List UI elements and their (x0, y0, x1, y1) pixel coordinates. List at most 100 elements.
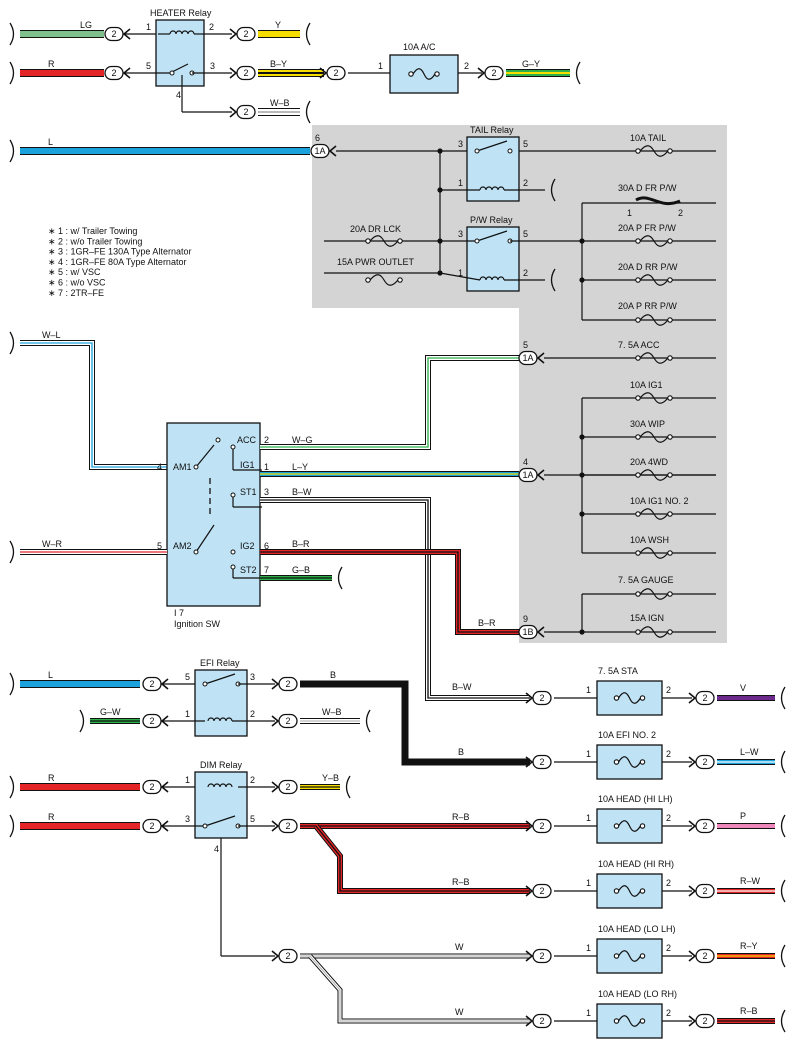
pin-number: 3 (250, 672, 255, 682)
wire-label-r: R (48, 59, 55, 69)
connector-dim-1: 2 (142, 779, 169, 795)
fuse-label-4wd: 20A 4WD (630, 457, 669, 467)
fuse-wsh (635, 547, 673, 559)
wire-end-mark (780, 750, 786, 774)
connector-headlorh-in: 2 (525, 1013, 552, 1029)
svg-text:2: 2 (702, 886, 707, 896)
efi-relay-title: EFI Relay (200, 658, 240, 668)
pin-number: 4 (214, 844, 219, 854)
wire-label-bw-2: B–W (452, 682, 472, 692)
connector-efi-1: 2 (142, 713, 169, 729)
fuse-label-wsh: 10A WSH (630, 535, 669, 545)
wire-end-mark (780, 814, 786, 838)
pin-number: 2 (523, 178, 528, 188)
svg-text:2: 2 (243, 29, 248, 39)
connector-efino2-in: 2 (525, 754, 552, 770)
junction-dot (579, 511, 585, 517)
fuse-ign (635, 626, 673, 638)
wire-end-mark (780, 879, 786, 903)
wire-label-headlolh: R–Y (740, 941, 758, 951)
svg-text:2: 2 (333, 68, 338, 78)
circuit-line (476, 140, 508, 152)
wire-label-b-2: B (458, 747, 464, 757)
pin-number: 2 (209, 22, 214, 32)
junction-dot (579, 434, 585, 440)
fuse-pwr-outlet (365, 274, 403, 286)
wire-label-gw: G–W (100, 707, 121, 717)
wire-label-wb: W–B (270, 98, 290, 108)
svg-text:2: 2 (285, 821, 290, 831)
svg-text:2: 2 (149, 716, 154, 726)
connector-headlolh-out: 2 (688, 948, 715, 964)
ignition-pin-ig2: IG2 (240, 541, 255, 551)
fuse-label-rrpw: 20A D RR P/W (618, 262, 678, 272)
circuit-line (195, 524, 215, 553)
relay-coil (207, 717, 233, 722)
fuse-label-headhirh: 10A HEAD (HI RH) (598, 859, 674, 869)
connector-dim-2: 2 (271, 779, 298, 795)
svg-text:1A: 1A (522, 353, 533, 363)
svg-text:2: 2 (539, 757, 544, 767)
fuse-label-headlorh: 10A HEAD (LO RH) (598, 989, 677, 999)
junction-dot (579, 277, 585, 283)
connector-ac-out: 2 (477, 65, 504, 81)
fuse-ig1no2 (635, 508, 673, 520)
pin-number: 3 (210, 61, 215, 71)
pin-number: 5 (157, 541, 162, 551)
svg-text:2: 2 (539, 951, 544, 961)
ignition-pin-am1: AM1 (173, 462, 192, 472)
svg-text:2: 2 (539, 821, 544, 831)
pin-number: 1 (586, 813, 591, 823)
wire-end-mark (79, 709, 85, 733)
svg-text:2: 2 (539, 693, 544, 703)
circuit-line (439, 272, 481, 281)
fuse-label-pfrpw: 20A P FR P/W (618, 223, 676, 233)
connector-ac-in: 2 (319, 65, 346, 81)
fuse-4wd (635, 469, 673, 481)
wire-label-w-2: W (455, 1007, 464, 1017)
pin-number: 4 (176, 90, 181, 100)
pin-number: 3 (185, 814, 190, 824)
connector-headhilh-out: 2 (688, 818, 715, 834)
connector-1a-6: 1A (310, 143, 337, 159)
fuse-acc (635, 352, 673, 364)
wire-end-mark (345, 775, 351, 799)
fuse-label-acc: 7. 5A ACC (618, 340, 660, 350)
connector-1b-9: 1B (518, 624, 545, 640)
wire-end-mark (305, 100, 311, 124)
connector-headhirh-in: 2 (525, 883, 552, 899)
fuse-label-headlolh: 10A HEAD (LO LH) (598, 924, 676, 934)
tail-relay-title: TAIL Relay (470, 125, 514, 135)
pin-number: 7 (264, 565, 269, 575)
pin-number: 2 (666, 943, 671, 953)
pin-number: 1 (458, 268, 463, 278)
svg-text:2: 2 (702, 1016, 707, 1026)
fuse-ig1 (635, 392, 673, 404)
pin-number: 5 (250, 814, 255, 824)
wire-label-gy: G–Y (522, 59, 540, 69)
wire-end-mark (365, 709, 371, 733)
ignition-name: Ignition SW (174, 619, 221, 629)
wire-wg (260, 355, 519, 450)
svg-text:2: 2 (285, 951, 290, 961)
connector-sta-out: 2 (688, 690, 715, 706)
pin-number: 9 (523, 614, 528, 624)
pw-relay-title: P/W Relay (470, 215, 513, 225)
connector-headhirh-out: 2 (688, 883, 715, 899)
pin-number: 1 (185, 709, 190, 719)
wire-label-y: Y (275, 20, 281, 30)
wire-label-sta: V (740, 683, 746, 693)
ignition-code: I 7 (174, 608, 184, 618)
fuse-symbol (613, 1015, 646, 1027)
fuse-label-ign: 15A IGN (630, 613, 664, 623)
pin-number: 2 (264, 435, 269, 445)
fuse-prrpw (635, 314, 673, 326)
pin-number: 5 (523, 229, 528, 239)
fuse-symbol (613, 885, 646, 897)
wire-br (260, 549, 519, 635)
pw-relay-box (466, 226, 520, 292)
wire-label-lg: LG (80, 20, 92, 30)
wire-end-mark (550, 268, 556, 292)
pin-number: 4 (523, 457, 528, 467)
wire-label-by: B–Y (270, 59, 287, 69)
